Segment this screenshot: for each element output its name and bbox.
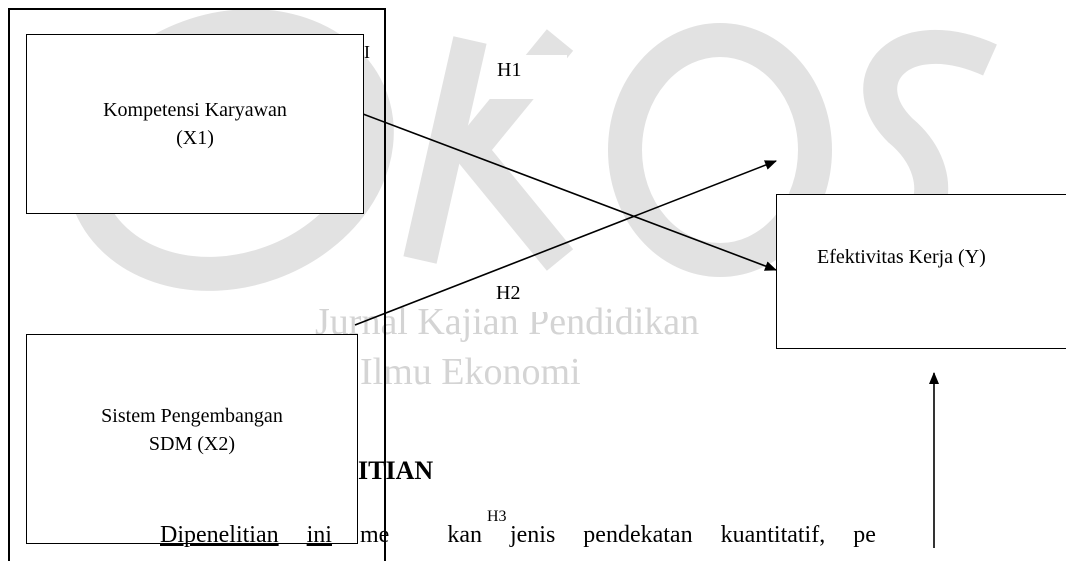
frame-top-line [8, 8, 386, 10]
box-y-label: Efektivitas Kerja (Y) [817, 245, 986, 268]
body-word-8: pe [853, 522, 876, 548]
box-x1-line2: (X1) [176, 127, 214, 149]
body-word-2: ini [306, 522, 332, 548]
arrow-h1 [362, 113, 777, 271]
body-word-6: pendekatan [583, 522, 693, 548]
body-word-5: jenis [509, 522, 556, 548]
body-word-3: me [359, 522, 390, 548]
body-word-1: Dipenelitian [160, 522, 279, 548]
frame-right-line [384, 8, 386, 561]
arrow-h2 [354, 160, 777, 326]
hypothesis-h3-label: H3 [487, 508, 507, 525]
body-text-line: Dipenelitian ini me kan jenis pendekatan… [160, 522, 876, 549]
box-sistem-pengembangan: Sistem Pengembangan SDM (X2) [26, 334, 358, 544]
hypothesis-h1-label: H1 [489, 55, 567, 99]
box-kompetensi-karyawan: Kompetensi Karyawan (X1) [26, 34, 364, 214]
body-word-7: kuantitatif, [720, 522, 826, 548]
box-x2-line1: Sistem Pengembangan [101, 405, 283, 427]
box-efektivitas-kerja: Efektivitas Kerja (Y) [776, 194, 1066, 349]
body-word-4: kan [447, 522, 482, 548]
box-x1-line1: Kompetensi Karyawan [103, 99, 287, 121]
hypothesis-h2-label: H2 [486, 280, 576, 312]
heading-fragment: ITIAN [358, 456, 434, 485]
box-x2-line2: SDM (X2) [148, 433, 236, 455]
frame-left-line [8, 8, 10, 561]
bracket-fragment: I [364, 42, 370, 62]
